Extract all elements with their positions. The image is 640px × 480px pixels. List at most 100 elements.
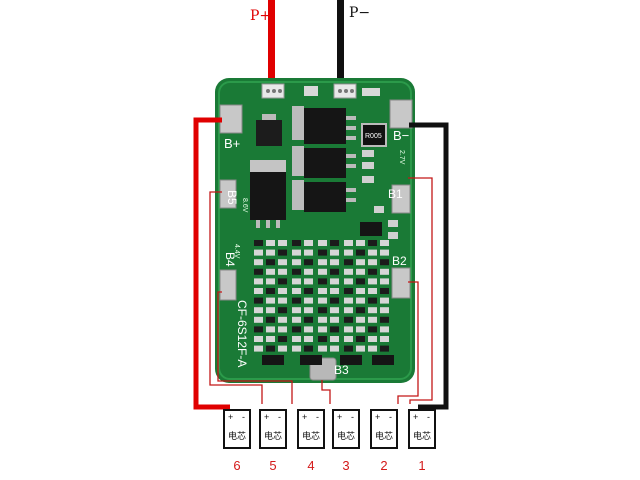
smd-part — [344, 336, 353, 342]
mark-v-b5: 8.6V — [241, 198, 248, 213]
cell-minus-mark: - — [316, 412, 319, 422]
cell-body — [297, 409, 325, 449]
cell-label: 电芯 — [264, 430, 282, 441]
cell-body — [370, 409, 398, 449]
cell-label: 电芯 — [337, 430, 355, 441]
pad-b-minus — [389, 99, 413, 129]
smd-part — [380, 326, 389, 333]
label-b5: B5 — [225, 190, 239, 205]
cell-plus-mark: + — [302, 412, 307, 422]
smd-part — [292, 297, 301, 304]
cell-plus-mark: + — [375, 412, 380, 422]
smd-part — [344, 316, 353, 323]
smd-part — [380, 307, 389, 314]
battery-cell: +-电芯6 — [223, 409, 251, 473]
cell-number: 6 — [233, 458, 240, 473]
smd-part — [278, 288, 287, 294]
p-minus-label: P− — [349, 5, 370, 21]
shunt-resistor: R005 — [361, 123, 387, 147]
smd-part — [318, 268, 327, 275]
smd-part — [356, 307, 365, 314]
cell-plus-mark: + — [264, 412, 269, 422]
smd-part — [318, 278, 327, 285]
smd-part — [330, 288, 339, 294]
p-plus-wire — [268, 0, 275, 92]
smd-part — [266, 278, 275, 285]
smd-part — [254, 345, 263, 352]
smd-part — [344, 326, 353, 333]
smd-part — [356, 326, 365, 333]
smd-part — [254, 297, 263, 304]
cell-body — [332, 409, 360, 449]
smd-part — [356, 288, 365, 294]
smd-part — [304, 268, 313, 275]
smd-part — [254, 307, 263, 314]
wire-b4 — [217, 291, 293, 404]
smd-part — [292, 259, 301, 266]
smd-part — [368, 326, 377, 333]
smd-part — [278, 268, 287, 275]
smd-part — [292, 336, 301, 342]
smd-part — [278, 278, 287, 285]
smd-part — [266, 336, 275, 342]
smd-part — [292, 316, 301, 323]
smd-part — [278, 259, 287, 266]
smd-part — [380, 259, 389, 266]
smd-part — [344, 345, 353, 352]
smd-part — [330, 240, 339, 246]
smd-part — [330, 297, 339, 304]
smd-part — [356, 240, 365, 246]
smd-part — [380, 268, 389, 275]
cell-number: 5 — [269, 458, 276, 473]
smd-part — [318, 288, 327, 294]
smd-part — [292, 307, 301, 314]
smd-part — [344, 240, 353, 246]
smd-chip — [372, 355, 394, 365]
mosfet-left-large — [250, 160, 286, 228]
smd-part — [278, 345, 287, 352]
smd-part — [254, 316, 263, 323]
smd-part — [318, 259, 327, 266]
smd-chip — [340, 355, 362, 365]
smd-part — [266, 268, 275, 275]
smd-part — [278, 336, 287, 342]
smd-part — [266, 345, 275, 352]
smd-part — [318, 316, 327, 323]
wire-b2 — [397, 281, 419, 404]
smd-part — [254, 268, 263, 275]
cell-label: 电芯 — [413, 430, 431, 441]
cell-label: 电芯 — [228, 430, 246, 441]
smd-part — [304, 307, 313, 314]
cell-label: 电芯 — [302, 430, 320, 441]
label-b2: B2 — [392, 254, 407, 268]
smd-part — [318, 240, 327, 246]
label-b3: B3 — [334, 363, 349, 377]
smd-part — [304, 249, 313, 256]
smd-part — [266, 326, 275, 333]
wire-b1 — [408, 177, 433, 404]
smd-part — [356, 336, 365, 342]
smd-part — [330, 307, 339, 314]
smd-part — [330, 316, 339, 323]
smd-part — [380, 345, 389, 352]
smd-part — [254, 288, 263, 294]
smd-part — [318, 249, 327, 256]
cell-plus-mark: + — [413, 412, 418, 422]
smd-part — [292, 288, 301, 294]
cell-number: 2 — [380, 458, 387, 473]
smd-chip — [300, 355, 322, 365]
smd-part — [330, 336, 339, 342]
smd-part — [330, 345, 339, 352]
smd-part — [304, 259, 313, 266]
smd-part — [254, 278, 263, 285]
smd-component-grid — [254, 240, 394, 365]
smd-part — [368, 240, 377, 246]
smd-part — [368, 278, 377, 285]
shunt-resistor-mark: R005 — [365, 133, 382, 140]
cell-body — [408, 409, 436, 449]
smd-part — [318, 345, 327, 352]
balance-wires — [209, 177, 433, 404]
smd-part — [330, 326, 339, 333]
smd-part — [318, 326, 327, 333]
